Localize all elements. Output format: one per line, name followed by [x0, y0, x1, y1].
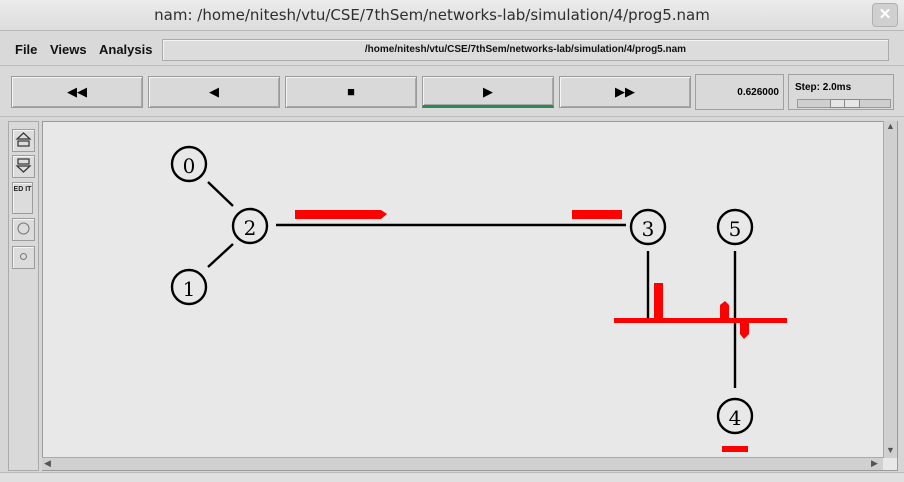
playback-toolbar: ◀◀ ◀ ■ ▶ ▶▶ 0.626000 Step: 2.0ms	[0, 66, 904, 117]
bottom-strip	[0, 472, 904, 482]
node-4[interactable]: 4	[716, 397, 754, 435]
menu-bar: File Views Analysis /home/nitesh/vtu/CSE…	[0, 31, 904, 66]
horizontal-scrollbar[interactable]: ◀ ▶	[42, 457, 883, 470]
circle-small-icon[interactable]	[12, 246, 35, 269]
node-label: 3	[642, 217, 655, 241]
window-title: nam: /home/nitesh/vtu/CSE/7thSem/network…	[154, 6, 710, 24]
menu-views[interactable]: Views	[50, 42, 87, 57]
packet	[295, 210, 387, 219]
play-button[interactable]: ▶	[422, 76, 554, 108]
node-2[interactable]: 2	[231, 207, 269, 245]
step-slider[interactable]	[797, 99, 891, 108]
fast-forward-icon: ▶▶	[615, 84, 635, 99]
fast-forward-button[interactable]: ▶▶	[559, 76, 691, 108]
lan-bus	[614, 318, 787, 323]
menu-file[interactable]: File	[15, 42, 37, 57]
node-label: 4	[729, 406, 742, 430]
edit-button[interactable]: ED IT	[12, 182, 33, 214]
menu-file-label: File	[15, 42, 38, 57]
node-label: 5	[729, 217, 742, 241]
title-bar: nam: /home/nitesh/vtu/CSE/7thSem/network…	[0, 0, 904, 31]
step-slider-thumb[interactable]	[830, 99, 860, 108]
packet	[720, 301, 729, 319]
stop-button[interactable]: ■	[285, 76, 417, 108]
edit-label: ED IT	[13, 186, 32, 193]
node-5[interactable]: 5	[716, 208, 754, 246]
node-label: 0	[183, 154, 196, 178]
vertical-scrollbar[interactable]: ▲ ▼	[883, 121, 897, 458]
edit-tool-panel: ED IT	[8, 121, 39, 471]
back-icon: ◀	[209, 84, 219, 99]
link-1-2	[207, 243, 234, 268]
circle-large-icon[interactable]	[12, 218, 35, 241]
scroll-left-icon[interactable]: ◀	[44, 458, 51, 468]
rewind-icon: ◀◀	[67, 84, 87, 99]
packet	[722, 446, 748, 452]
node-label: 1	[183, 277, 196, 301]
link-0-2	[207, 181, 234, 207]
packet	[572, 210, 622, 219]
topology-view: 0 1 2 3 5 4	[170, 145, 787, 452]
network-canvas[interactable]: 0 1 2 3 5 4	[42, 121, 898, 471]
close-icon[interactable]: ✕	[872, 3, 898, 27]
menu-analysis-label: Analysis	[99, 42, 153, 57]
stop-icon: ■	[347, 84, 355, 99]
scroll-down-icon[interactable]: ▼	[886, 445, 895, 455]
zoom-in-icon[interactable]	[12, 129, 35, 152]
time-display: 0.626000	[695, 74, 784, 110]
scroll-right-icon[interactable]: ▶	[871, 458, 878, 468]
zoom-out-icon[interactable]	[12, 155, 35, 178]
menu-analysis[interactable]: Analysis	[99, 42, 152, 57]
menu-views-label: Views	[50, 42, 87, 57]
packet	[740, 321, 749, 339]
node-0[interactable]: 0	[170, 145, 208, 183]
node-1[interactable]: 1	[170, 268, 208, 306]
packet	[654, 283, 663, 321]
play-icon: ▶	[483, 84, 493, 99]
node-label: 2	[244, 216, 257, 240]
step-back-button[interactable]: ◀	[148, 76, 280, 108]
node-3[interactable]: 3	[629, 208, 667, 246]
step-label: Step: 2.0ms	[795, 82, 852, 93]
step-control: Step: 2.0ms	[788, 74, 894, 110]
scroll-up-icon[interactable]: ▲	[886, 121, 895, 131]
rewind-button[interactable]: ◀◀	[11, 76, 143, 108]
file-path-field: /home/nitesh/vtu/CSE/7thSem/networks-lab…	[162, 39, 889, 61]
